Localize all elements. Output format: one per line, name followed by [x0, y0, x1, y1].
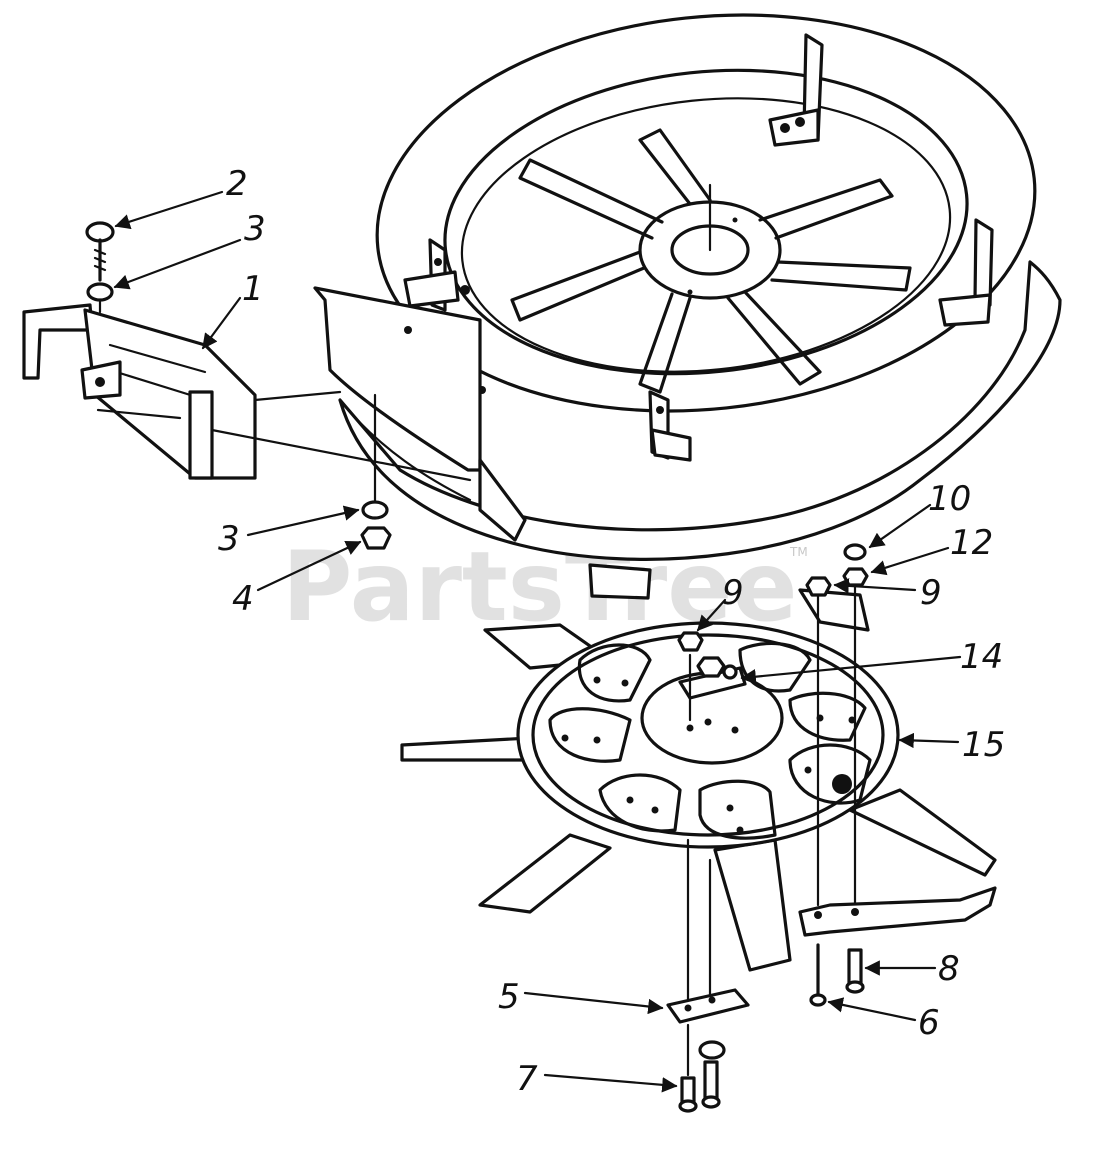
callout-label-5: 5	[498, 977, 520, 1017]
callout-2: 2	[114, 164, 248, 230]
callout-label-8: 8	[938, 949, 960, 989]
callout-label-14: 14	[960, 637, 1003, 677]
callout-1: 1	[201, 269, 264, 350]
hub-mark	[732, 217, 738, 223]
deflector-guide-line	[210, 428, 472, 482]
callout-10: 10	[868, 479, 971, 549]
chute-tab	[478, 458, 527, 542]
callout-label-12: 12	[950, 523, 993, 563]
plate-hole	[684, 1004, 692, 1012]
blade-bolt-head	[845, 980, 865, 994]
callout-label-3: 3	[244, 209, 266, 249]
callout-9-center: 9	[696, 573, 744, 632]
plate-hole	[708, 996, 716, 1004]
deflector-guide-line	[96, 408, 182, 420]
callout-label-2: 2	[226, 164, 248, 204]
callout-14: 14	[740, 637, 1003, 685]
disc-nut	[805, 576, 832, 597]
chute-lower-lip	[588, 563, 652, 600]
callout-label-15: 15	[962, 725, 1005, 765]
blade-hole	[851, 908, 859, 916]
blade-disc-assembly	[400, 588, 997, 972]
center-nut	[696, 656, 726, 678]
plate-lock-washer	[698, 1040, 726, 1060]
callout-label-1: 1	[242, 269, 264, 309]
callout-12: 12	[870, 523, 993, 576]
chute-nut	[360, 526, 392, 550]
chute-hole	[404, 326, 412, 334]
blade-tip	[798, 588, 870, 632]
deflector-assembly	[22, 303, 472, 482]
callout-label-6: 6	[918, 1003, 940, 1043]
deck-housing	[338, 13, 1062, 561]
deflector-rib	[108, 368, 202, 400]
disc-pockets	[548, 641, 872, 840]
support-plate	[666, 988, 750, 1024]
blade-nut	[842, 567, 869, 587]
blade-tip	[713, 838, 792, 972]
deflector-side	[188, 390, 214, 480]
deflector-hinge-bracket	[22, 303, 94, 380]
callout-label-9b: 9	[722, 573, 744, 613]
callout-8: 8	[864, 949, 960, 989]
callout-label-9: 9	[920, 573, 942, 613]
watermark-trademark: TM	[789, 545, 808, 559]
callout-label-10: 10	[928, 479, 971, 519]
plate-bolt-head	[701, 1095, 721, 1109]
callout-4: 4	[232, 540, 362, 619]
callout-3-top: 3	[113, 209, 266, 290]
deck-brackets	[403, 33, 994, 462]
lock-washer	[843, 543, 867, 561]
deflector-rib	[108, 343, 207, 374]
chute-washer	[361, 500, 389, 520]
callout-6: 6	[827, 997, 940, 1043]
blade-bolt-long	[847, 948, 863, 987]
deck-inner-step	[460, 97, 952, 373]
center-washer	[722, 664, 738, 680]
callout-15: 15	[898, 725, 1005, 765]
disc-nut	[677, 631, 704, 652]
deck-spokes	[510, 128, 912, 394]
deck-skirt	[338, 260, 1062, 561]
callout-5: 5	[498, 977, 664, 1017]
deflector-bolt-hole	[95, 377, 105, 387]
blade-disc-rim	[531, 633, 885, 837]
chute-inner-edge	[338, 398, 472, 502]
deflector-washer	[86, 282, 114, 302]
plate-bolt	[703, 1060, 719, 1102]
deflector-bolt	[85, 221, 115, 282]
callout-9-right: 9	[833, 573, 942, 613]
callout-label-7: 7	[516, 1059, 538, 1099]
callout-label-4: 4	[232, 579, 254, 619]
callout-label-3b: 3	[218, 519, 240, 559]
callout-3-lower: 3	[218, 505, 360, 559]
blade-tip	[400, 736, 534, 762]
blade-hole	[814, 911, 822, 919]
blade-lower	[798, 886, 997, 937]
blade-tip	[848, 788, 997, 877]
deflector-guide-line	[253, 390, 342, 402]
blade-tip	[478, 833, 612, 914]
discharge-chute	[313, 286, 652, 600]
disc-holes	[561, 676, 856, 834]
plate-bolt-head	[678, 1099, 698, 1113]
callout-7: 7	[516, 1059, 678, 1099]
blade-bolt-head	[809, 993, 827, 1007]
hub-mark	[687, 289, 693, 295]
chute-body	[313, 286, 482, 472]
